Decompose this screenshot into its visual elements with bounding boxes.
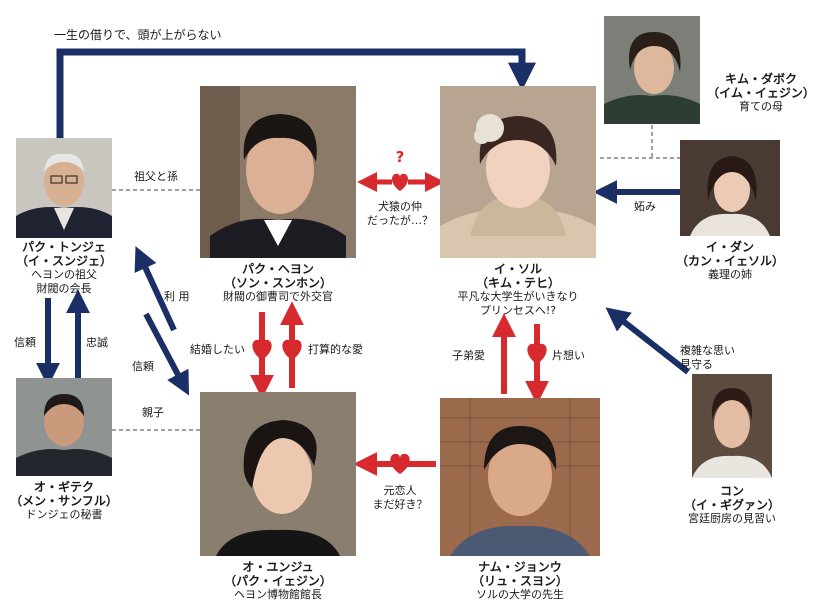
label-envy: 妬み bbox=[634, 200, 656, 213]
label-complex-2: 見守る bbox=[680, 358, 713, 371]
arrow-complex bbox=[605, 307, 690, 375]
label-trust-left: 信頼 bbox=[14, 336, 36, 349]
caption-kon: コン （イ・ギグァン） 宮廷厨房の見習い bbox=[670, 484, 794, 526]
heart-icon-rivals bbox=[392, 173, 408, 191]
label-calculated-love: 打算的な愛 bbox=[308, 343, 363, 356]
caption-park-tongje: パク・トンジェ （イ・スンジェ） ヘヨンの祖父 財閥の会長 bbox=[0, 240, 128, 296]
caption-o-gitek: オ・ギテク （メン・サンフル） ドンジェの秘書 bbox=[0, 480, 128, 522]
label-trust-diag: 信頼 bbox=[132, 360, 154, 373]
caption-i-dan: イ・ダン （カン・イェソル） 義理の姉 bbox=[672, 240, 788, 282]
actor-i-dan: （カン・イェソル） bbox=[675, 254, 784, 268]
name-o-yunju: オ・ユンジュ bbox=[242, 560, 314, 574]
portrait-o-yunju bbox=[200, 392, 356, 556]
portrait-park-tongje bbox=[16, 138, 112, 238]
caption-park-heyon: パク・ヘヨン （ソン・スンホン） 財閥の御曹司で外交官 bbox=[200, 262, 356, 304]
caption-kim-dabok: キム・ダボク （イム・イェジン） 育ての母 bbox=[700, 72, 822, 114]
portrait-o-gitek bbox=[16, 378, 112, 476]
label-one-sided: 片想い bbox=[552, 349, 585, 362]
name-kim-dabok: キム・ダボク bbox=[724, 72, 797, 86]
heart-icon-one-sided bbox=[527, 343, 547, 364]
name-o-gitek: オ・ギテク bbox=[33, 480, 94, 494]
label-top-banner: 一生の借りで、頭が上がらない bbox=[54, 28, 222, 42]
actor-o-yunju: （パク・イェジン） bbox=[224, 574, 332, 588]
role-park-heyon-1: 財閥の御曹司で外交官 bbox=[223, 290, 333, 303]
label-question-mark: ? bbox=[395, 148, 405, 166]
role-i-sol-1: 平凡な大学生がいきなり bbox=[457, 290, 579, 303]
label-ex-lover-2: まだ好き？ bbox=[372, 498, 428, 511]
role-park-tongje-2: 財閥の会長 bbox=[36, 282, 92, 295]
portrait-kon bbox=[692, 374, 772, 478]
name-i-dan: イ・ダン bbox=[705, 240, 754, 254]
role-kim-dabok-1: 育ての母 bbox=[739, 100, 783, 113]
actor-o-gitek: （メン・サンフル） bbox=[10, 494, 118, 508]
heart-icon-marry bbox=[252, 339, 272, 360]
label-ex-lover: 元恋人 まだ好き？ bbox=[362, 484, 438, 512]
portrait-kim-dabok bbox=[604, 16, 700, 124]
label-loyalty: 忠誠 bbox=[86, 336, 108, 349]
portrait-i-dan bbox=[680, 140, 780, 236]
label-use: 利 用 bbox=[164, 290, 190, 303]
role-park-tongje-1: ヘヨンの祖父 bbox=[31, 268, 97, 281]
role-o-gitek-1: ドンジェの秘書 bbox=[25, 508, 103, 521]
portrait-nam-jonu bbox=[440, 398, 600, 556]
label-want-marry: 結婚したい bbox=[190, 343, 245, 356]
name-park-heyon: パク・ヘヨン bbox=[242, 262, 314, 276]
role-i-sol-2: プリンセスへ!? bbox=[479, 304, 557, 317]
name-kon: コン bbox=[719, 484, 744, 498]
arrow-use bbox=[134, 246, 177, 332]
actor-nam-jonu: （リュ・スヨン） bbox=[471, 574, 568, 588]
name-park-tongje: パク・トンジェ bbox=[22, 240, 106, 254]
actor-park-heyon: （ソン・スンホン） bbox=[223, 276, 332, 290]
actor-kon: （イ・ギグァン） bbox=[683, 498, 780, 512]
role-i-dan-1: 義理の姉 bbox=[708, 268, 752, 281]
portrait-i-sol bbox=[440, 86, 596, 258]
name-i-sol: イ・ソル bbox=[493, 262, 542, 276]
role-kon-1: 宮廷厨房の見習い bbox=[688, 512, 776, 525]
heart-icon-calculated bbox=[282, 339, 302, 360]
name-nam-jonu: ナム・ジョンウ bbox=[478, 560, 562, 574]
portrait-park-heyon bbox=[200, 86, 356, 258]
actor-kim-dabok: （イム・イェジン） bbox=[707, 86, 815, 100]
banner-arrow bbox=[56, 48, 536, 138]
label-rivals-1: 犬猿の仲 bbox=[378, 200, 422, 213]
label-ex-lover-1: 元恋人 bbox=[383, 484, 417, 497]
arrow-trust-diag bbox=[143, 312, 190, 396]
label-protective-love: 子弟愛 bbox=[452, 349, 485, 362]
role-nam-jonu-1: ソルの大学の先生 bbox=[476, 588, 564, 601]
label-rivals: 犬猿の仲 だったが…？ bbox=[360, 200, 440, 228]
label-rivals-2: だったが…？ bbox=[367, 214, 433, 227]
actor-i-sol: （キム・テヒ） bbox=[475, 276, 560, 290]
heart-icon-ex-lover bbox=[390, 453, 410, 474]
role-o-yunju-1: ヘヨン博物館館長 bbox=[234, 588, 322, 601]
label-grandfather-grandson: 祖父と孫 bbox=[134, 170, 178, 183]
label-complex: 複雑な思い 見守る bbox=[680, 344, 735, 372]
label-parent-child: 親子 bbox=[142, 406, 164, 419]
caption-i-sol: イ・ソル （キム・テヒ） 平凡な大学生がいきなり プリンセスへ!? bbox=[430, 262, 606, 318]
caption-nam-jonu: ナム・ジョンウ （リュ・スヨン） ソルの大学の先生 bbox=[440, 560, 600, 602]
actor-park-tongje: （イ・スンジェ） bbox=[15, 254, 112, 268]
label-complex-1: 複雑な思い bbox=[680, 344, 735, 357]
caption-o-yunju: オ・ユンジュ （パク・イェジン） ヘヨン博物館館長 bbox=[200, 560, 356, 602]
